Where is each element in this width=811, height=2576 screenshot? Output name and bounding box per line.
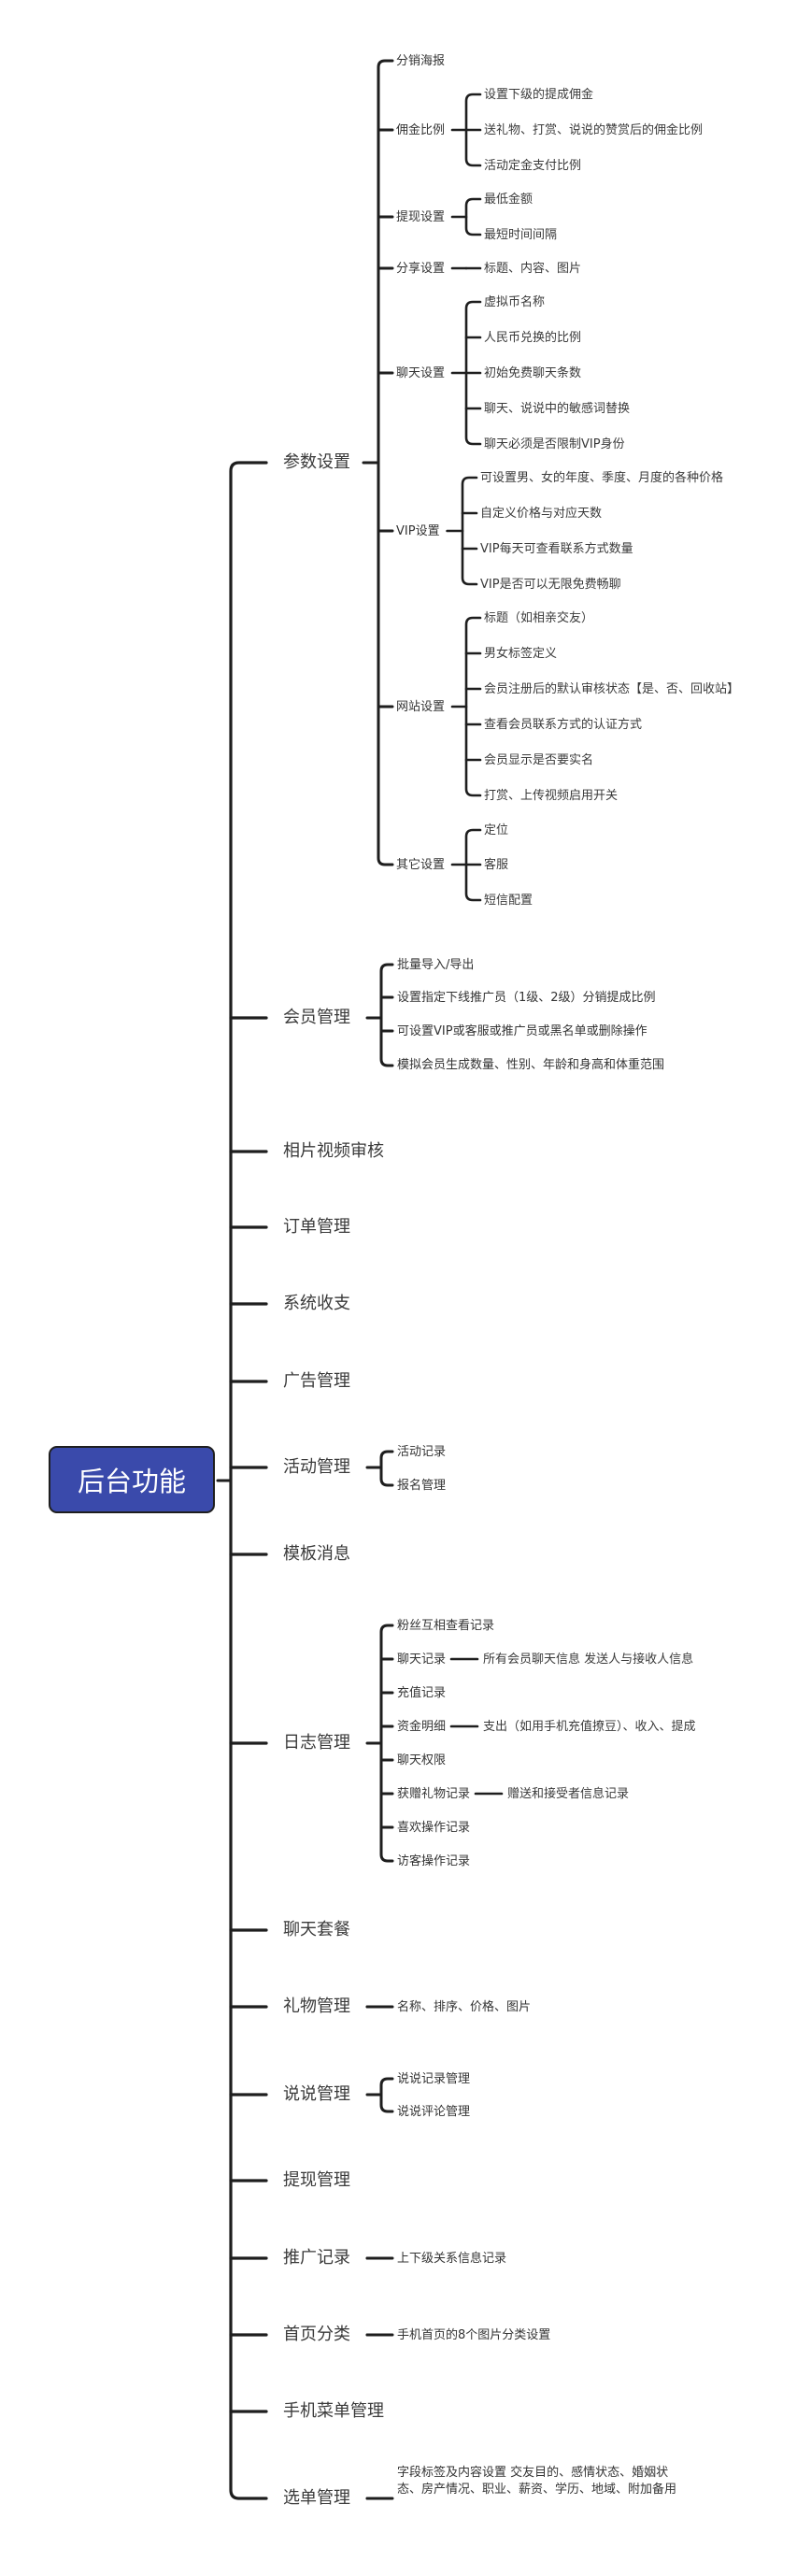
- branch-node[interactable]: 会员管理: [283, 1008, 350, 1027]
- leaf-node[interactable]: 活动定金支付比例: [484, 158, 582, 173]
- leaf-node[interactable]: 聊天必须是否限制VIP身份: [484, 436, 625, 451]
- leaf-node[interactable]: 会员注册后的默认审核状态【是、否、回收站】: [484, 681, 740, 696]
- subbranch-node[interactable]: 提现设置: [396, 209, 446, 224]
- trunk-line: [229, 461, 268, 2500]
- branch-node[interactable]: 广告管理: [283, 1371, 350, 1391]
- subbranch-node[interactable]: 说说评论管理: [397, 2104, 471, 2119]
- subbranch-node[interactable]: 喜欢操作记录: [397, 1820, 471, 1835]
- branch-node[interactable]: 订单管理: [283, 1217, 350, 1237]
- leaf-node[interactable]: 赠送和接受者信息记录: [507, 1786, 630, 1801]
- subbranch-node[interactable]: 说说记录管理: [397, 2071, 471, 2086]
- leaf-node[interactable]: VIP是否可以无限免费畅聊: [480, 577, 621, 592]
- branch-node[interactable]: 日志管理: [283, 1733, 350, 1753]
- sub-bracket: [464, 197, 482, 236]
- subbranch-node[interactable]: 获赠礼物记录: [397, 1786, 471, 1801]
- leaf-node[interactable]: 短信配置: [484, 893, 534, 908]
- leaf-node[interactable]: 初始免费聊天条数: [484, 365, 582, 380]
- subbranch-node[interactable]: 资金明细: [397, 1719, 447, 1734]
- leaf-node[interactable]: 男女标签定义: [484, 646, 558, 661]
- params-bracket: [377, 59, 394, 866]
- leaf-node[interactable]: 会员显示是否要实名: [484, 752, 594, 767]
- branch-node[interactable]: 手机菜单管理: [283, 2401, 384, 2421]
- subbranch-node[interactable]: 名称、排序、价格、图片: [397, 1999, 532, 2014]
- leaf-node[interactable]: 最短时间间隔: [484, 227, 558, 242]
- subbranch-node[interactable]: 聊天记录: [397, 1652, 447, 1667]
- leaf-node[interactable]: 送礼物、打赏、说说的赞赏后的佣金比例: [484, 122, 704, 137]
- subbranch-node[interactable]: 访客操作记录: [397, 1853, 471, 1868]
- subbranch-node[interactable]: 佣金比例: [396, 122, 446, 137]
- branch-node[interactable]: 礼物管理: [283, 1996, 350, 2016]
- leaf-node[interactable]: VIP每天可查看联系方式数量: [480, 541, 633, 556]
- subbranch-node[interactable]: 可设置VIP或客服或推广员或黑名单或删除操作: [397, 1023, 647, 1038]
- subbranch-node[interactable]: 分享设置: [396, 261, 446, 276]
- branch-node[interactable]: 选单管理: [283, 2488, 350, 2508]
- subbranch-node[interactable]: 字段标签及内容设置 交友目的、感情状态、婚姻状态、房产情况、职业、薪资、学历、地…: [397, 2466, 677, 2497]
- subbranch-node[interactable]: 聊天权限: [397, 1753, 447, 1767]
- subbranch-node[interactable]: 批量导入/导出: [397, 957, 475, 972]
- branch-bracket: [379, 963, 394, 1067]
- branch-bracket: [379, 1450, 394, 1487]
- leaf-node[interactable]: 设置下级的提成佣金: [484, 87, 594, 102]
- branch-node[interactable]: 提现管理: [283, 2170, 350, 2190]
- subbranch-node[interactable]: 模拟会员生成数量、性别、年龄和身高和体重范围: [397, 1058, 665, 1072]
- leaf-node[interactable]: 查看会员联系方式的认证方式: [484, 717, 643, 732]
- leaf-node[interactable]: 聊天、说说中的敏感词替换: [484, 401, 631, 416]
- branch-node[interactable]: 聊天套餐: [283, 1920, 350, 1939]
- branch-node[interactable]: 参数设置: [283, 452, 350, 472]
- sub-bracket: [464, 616, 482, 797]
- leaf-node[interactable]: 自定义价格与对应天数: [480, 506, 603, 521]
- leaf-node[interactable]: 客服: [484, 857, 509, 872]
- subbranch-node[interactable]: 充值记录: [397, 1685, 447, 1700]
- leaf-node[interactable]: 所有会员聊天信息 发送人与接收人信息: [483, 1652, 694, 1667]
- branch-bracket: [379, 1624, 394, 1863]
- branch-node[interactable]: 说说管理: [283, 2084, 350, 2104]
- subbranch-node[interactable]: 上下级关系信息记录: [397, 2251, 507, 2266]
- branch-node[interactable]: 系统收支: [283, 1294, 350, 1313]
- subbranch-node[interactable]: 分销海报: [396, 53, 446, 68]
- leaf-node[interactable]: 支出（如用手机充值撩豆）、收入、提成: [483, 1719, 696, 1734]
- subbranch-node[interactable]: 粉丝互相查看记录: [397, 1618, 495, 1633]
- subbranch-node[interactable]: 其它设置: [396, 857, 446, 872]
- leaf-node[interactable]: 可设置男、女的年度、季度、月度的各种价格: [480, 470, 724, 485]
- leaf-node[interactable]: 定位: [484, 823, 509, 837]
- leaf-node[interactable]: 最低金额: [484, 192, 534, 207]
- subbranch-node[interactable]: 聊天设置: [396, 365, 446, 380]
- leaf-node[interactable]: 虚拟币名称: [484, 294, 546, 309]
- subbranch-node[interactable]: 报名管理: [397, 1478, 447, 1493]
- leaf-node[interactable]: 人民币兑换的比例: [484, 330, 582, 345]
- subbranch-node[interactable]: 设置指定下线推广员（1级、2级）分销提成比例: [397, 990, 656, 1005]
- leaf-node[interactable]: 标题（如相亲交友）: [484, 610, 594, 625]
- subbranch-node[interactable]: 手机首页的8个图片分类设置: [397, 2327, 551, 2342]
- branch-node[interactable]: 相片视频审核: [283, 1141, 384, 1161]
- branch-bracket: [379, 2077, 394, 2113]
- subbranch-node[interactable]: VIP设置: [396, 523, 440, 538]
- subbranch-node[interactable]: 活动记录: [397, 1444, 447, 1459]
- branch-node[interactable]: 推广记录: [283, 2248, 350, 2268]
- leaf-node[interactable]: 标题、内容、图片: [484, 261, 582, 276]
- branch-node[interactable]: 活动管理: [283, 1457, 350, 1477]
- leaf-node[interactable]: 打赏、上传视频启用开关: [484, 788, 619, 803]
- root-node[interactable]: 后台功能: [49, 1446, 215, 1513]
- sub-bracket: [461, 476, 478, 586]
- branch-node[interactable]: 首页分类: [283, 2325, 350, 2344]
- subbranch-node[interactable]: 网站设置: [396, 699, 446, 714]
- branch-node[interactable]: 模板消息: [283, 1544, 350, 1564]
